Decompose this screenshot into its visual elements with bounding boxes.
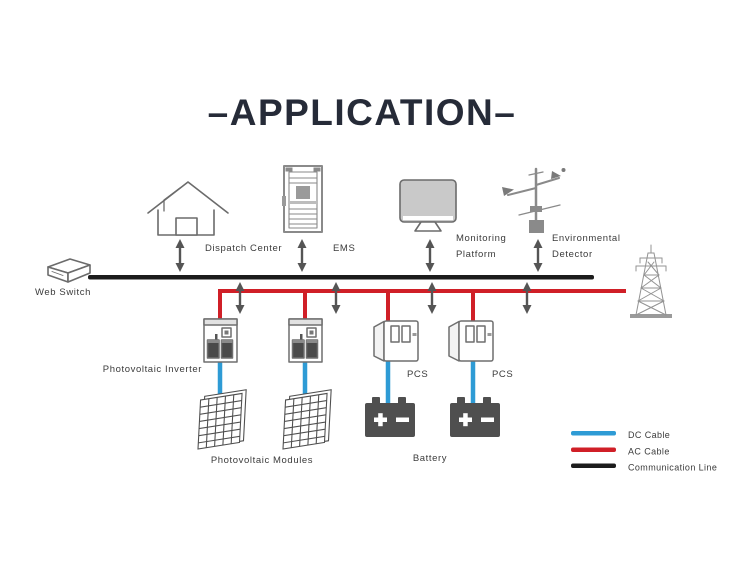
legend-label-communication-line: Communication Line bbox=[628, 463, 717, 473]
monitor-icon bbox=[399, 179, 457, 232]
monitoring-platform-label-line2: Platform bbox=[456, 249, 496, 260]
arrow-comm-inverter2 bbox=[331, 282, 341, 314]
arrow-ems-comm bbox=[297, 239, 307, 272]
legend-label-ac-cable: AC Cable bbox=[628, 447, 670, 457]
pcs-1-icon bbox=[373, 320, 419, 362]
legend-swatch-ac-cable bbox=[571, 447, 616, 452]
dispatch-center-label: Dispatch Center bbox=[205, 243, 282, 254]
pcs-2-icon bbox=[448, 320, 494, 362]
arrow-comm-pcs1 bbox=[427, 282, 437, 314]
ems-label: EMS bbox=[333, 243, 355, 254]
arrow-comm-pcs2 bbox=[522, 282, 532, 314]
house-icon bbox=[147, 181, 229, 236]
pv-inverter-2-icon bbox=[288, 318, 323, 363]
battery-2-icon bbox=[450, 397, 500, 437]
photovoltaic-modules-label: Photovoltaic Modules bbox=[211, 455, 313, 466]
environmental-detector-label-line2: Detector bbox=[552, 249, 593, 260]
pcs-1-label: PCS bbox=[407, 369, 428, 380]
photovoltaic-inverter-label: Photovoltaic Inverter bbox=[103, 364, 202, 375]
legend-swatch-communication-line bbox=[571, 463, 616, 468]
legend-label-dc-cable: DC Cable bbox=[628, 430, 670, 440]
legend: DC Cable AC Cable Communication Line bbox=[571, 430, 717, 473]
arrow-monitoring-comm bbox=[425, 239, 435, 272]
legend-swatch-dc-cable bbox=[571, 431, 616, 436]
ac-cable-bus bbox=[218, 289, 626, 322]
weather-station-icon bbox=[502, 167, 566, 233]
web-switch-icon bbox=[47, 258, 91, 283]
page-title: –APPLICATION– bbox=[208, 92, 517, 133]
arrow-environmental-comm bbox=[533, 239, 543, 272]
arrow-comm-inverter1 bbox=[235, 282, 245, 314]
monitoring-platform-label-line1: Monitoring bbox=[456, 233, 506, 244]
web-switch-label: Web Switch bbox=[35, 287, 91, 298]
communication-line bbox=[88, 275, 594, 280]
pcs-2-label: PCS bbox=[492, 369, 513, 380]
battery-1-icon bbox=[365, 397, 415, 437]
environmental-detector-label-line1: Environmental bbox=[552, 233, 621, 244]
pv-inverter-1-icon bbox=[203, 318, 238, 363]
transmission-tower-icon bbox=[630, 244, 672, 318]
dc-cables bbox=[217, 360, 476, 405]
pv-module-2-icon bbox=[282, 389, 332, 450]
battery-label: Battery bbox=[413, 453, 447, 464]
pv-module-1-icon bbox=[197, 389, 247, 450]
arrow-dispatch-comm bbox=[175, 239, 185, 272]
server-rack-icon bbox=[282, 165, 323, 233]
